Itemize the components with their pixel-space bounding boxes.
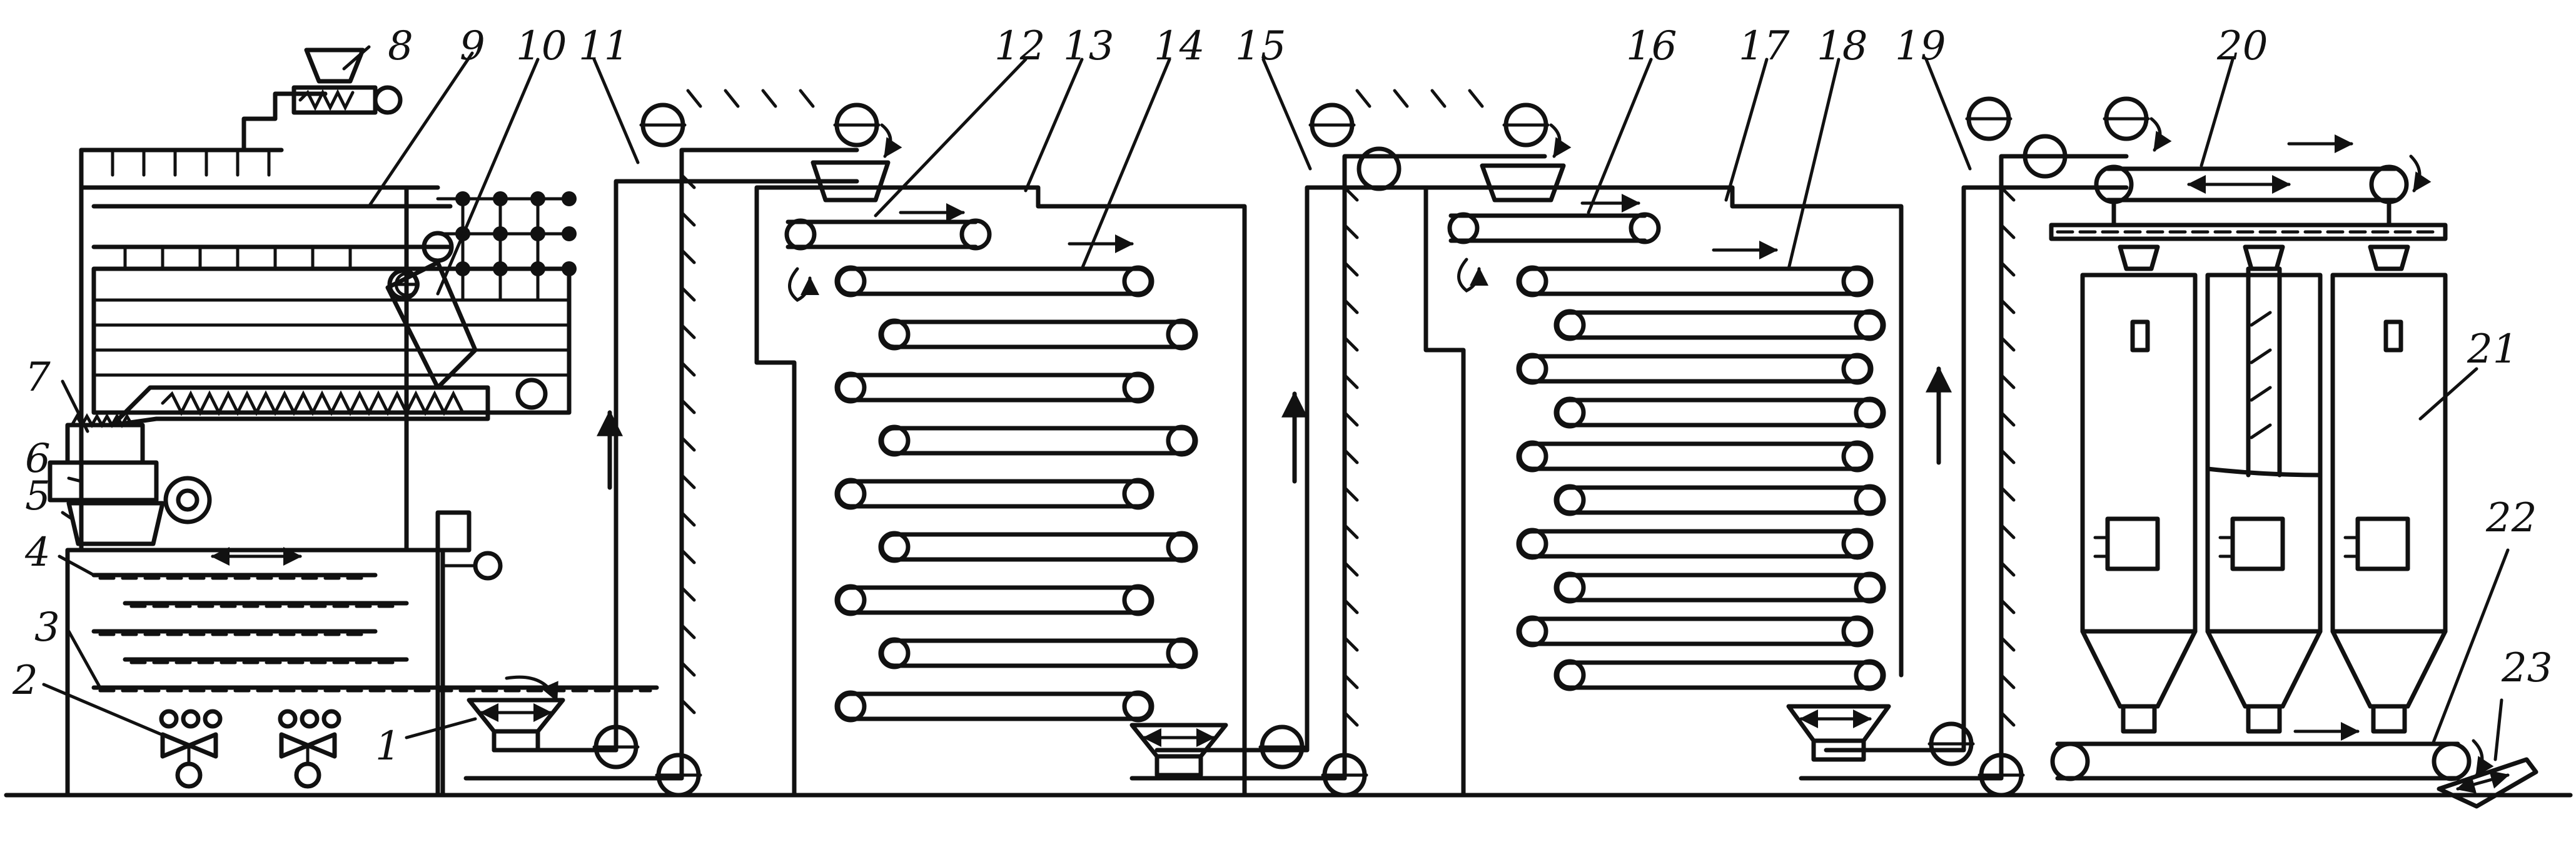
svg-text:⊕: ⊕ bbox=[390, 261, 424, 307]
label-22: 22 bbox=[2485, 495, 2537, 541]
roaster-unit: ⊕ bbox=[48, 48, 659, 798]
loading-hopper-23 bbox=[2437, 757, 2538, 809]
discharge-conveyor-22 bbox=[2050, 722, 2494, 781]
label-14: 14 bbox=[1154, 23, 1205, 69]
label-leaders bbox=[42, 45, 2510, 761]
label-7: 7 bbox=[25, 354, 51, 401]
distribution-conveyor-20 bbox=[2049, 134, 2448, 241]
label-20: 20 bbox=[2216, 23, 2268, 69]
label-10: 10 bbox=[516, 23, 567, 69]
label-6: 6 bbox=[25, 436, 51, 482]
conveyor-cooler-17 bbox=[1423, 163, 1904, 798]
label-16: 16 bbox=[1626, 23, 1677, 69]
label-11: 11 bbox=[578, 23, 629, 69]
label-4: 4 bbox=[24, 529, 51, 576]
number-labels: 1 2 3 4 5 6 7 8 9 10 11 12 13 14 15 16 1… bbox=[12, 23, 2552, 769]
storage-silos-21 bbox=[2080, 244, 2448, 734]
bucket-elevator-11 bbox=[463, 89, 902, 798]
bucket-elevator-19 bbox=[1799, 96, 2172, 798]
label-9: 9 bbox=[460, 23, 485, 69]
label-15: 15 bbox=[1235, 23, 1286, 69]
label-8: 8 bbox=[388, 23, 413, 69]
label-2: 2 bbox=[12, 658, 38, 704]
label-3: 3 bbox=[34, 604, 60, 651]
label-1: 1 bbox=[375, 723, 401, 769]
label-19: 19 bbox=[1895, 23, 1946, 69]
label-13: 13 bbox=[1063, 23, 1114, 69]
receiving-hopper-1 bbox=[467, 698, 565, 753]
conveyor-dryer-13 bbox=[754, 160, 1247, 798]
label-23: 23 bbox=[2501, 645, 2552, 691]
label-21: 21 bbox=[2467, 326, 2518, 373]
label-5: 5 bbox=[25, 473, 51, 519]
label-12: 12 bbox=[994, 23, 1045, 69]
label-18: 18 bbox=[1817, 23, 1867, 69]
label-17: 17 bbox=[1739, 23, 1790, 69]
